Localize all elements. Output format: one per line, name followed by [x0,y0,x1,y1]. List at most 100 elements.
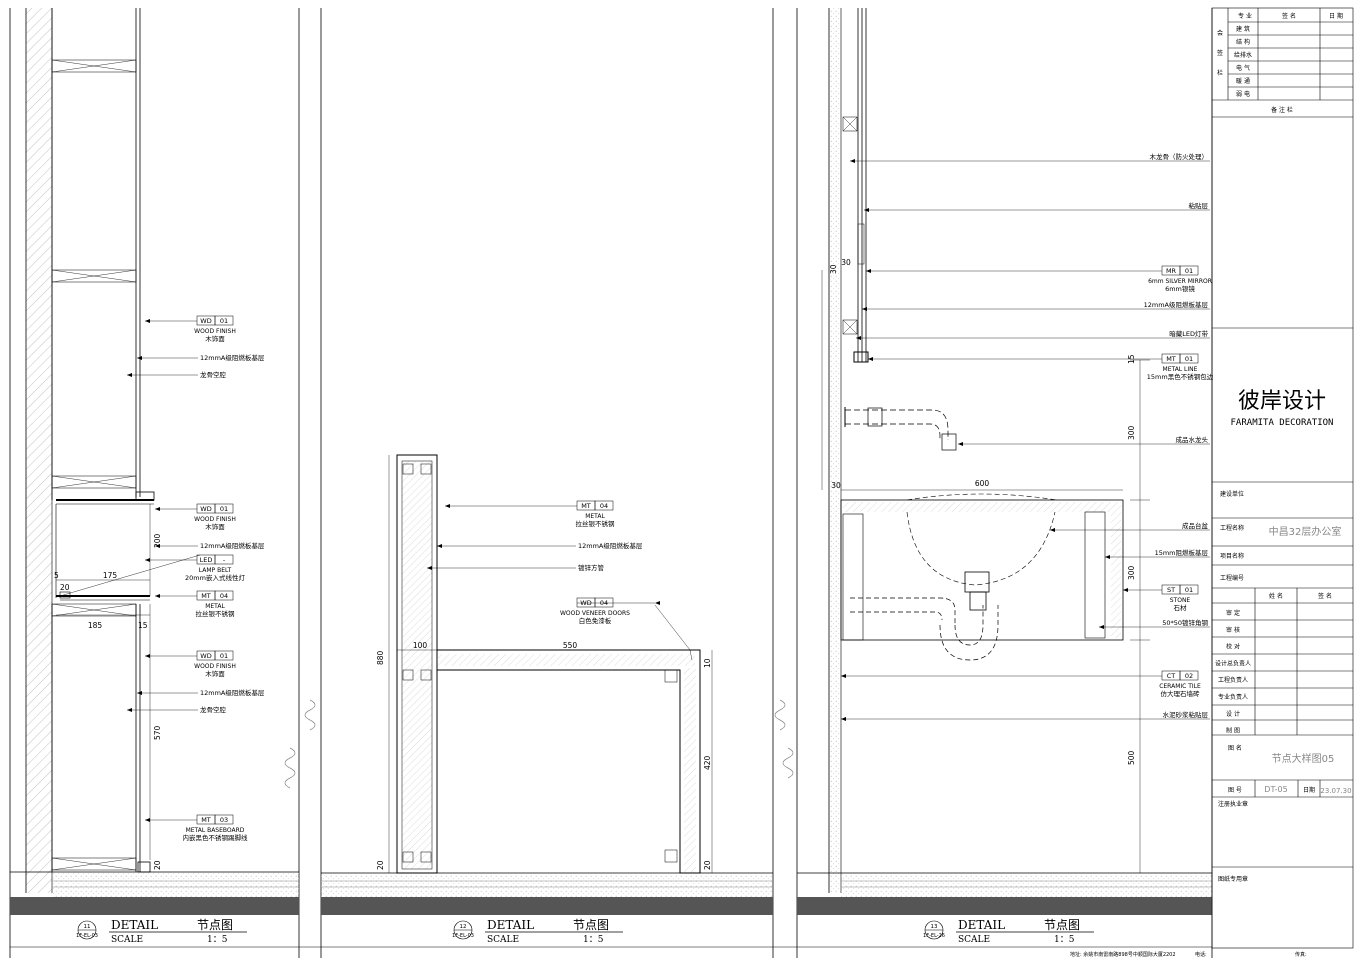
address-text: 地址: 余姚市南雷南路898号中顺国际大厦2202 [1070,951,1176,958]
leader-arrow [866,269,871,273]
material-tag: WD [200,317,211,325]
leader-arrow [127,708,132,712]
dimension-text: 20 [60,583,70,592]
dimension-text: 30 [841,258,851,267]
leader-arrow [850,159,855,163]
leader-arrow [145,654,150,658]
material-name-en: WOOD FINISH [194,516,236,523]
role-label: 设计总负责人 [1215,659,1251,667]
detail-13-drawing [796,8,1213,958]
leader-arrow [841,674,846,678]
role-label: 专业负责人 [1218,693,1248,701]
material-tag: WD [200,652,211,660]
dimension-text: 175 [103,571,118,580]
dimension-text: 185 [88,621,103,630]
discipline-label: 弱 电 [1236,90,1250,98]
date-value: 23.07.30 [1320,787,1351,795]
detail-title-cn: 节点图 [197,918,233,932]
title-block [1211,7,1354,949]
material-name-cn: 拉丝银不锈钢 [196,609,236,618]
dimension-text: 10 [703,658,712,668]
dimension-text: 200 [153,533,162,548]
dimension-text: 500 [1127,750,1136,765]
material-tag-box [214,315,234,326]
role-label: 制 图 [1226,727,1240,735]
material-name-cn: 6mm银镜 [1165,284,1195,293]
scale-value: 1：5 [583,935,604,945]
material-tag-box [214,814,234,825]
reg-seal-label: 注册执业章 [1218,800,1248,808]
dimension-text: 550 [563,641,578,650]
logo-cn: 彼岸设计 [1238,389,1326,414]
role-label: 审 定 [1226,609,1240,617]
material-name-en: WOOD FINISH [194,663,236,670]
annotation-text: 水泥砂浆粘贴层 [1163,710,1209,719]
drawing-name: 节点大样图05 [1272,752,1335,765]
leader-arrow [655,601,660,605]
wall-hatch [26,8,52,893]
annotation-text: 粘贴层 [1189,201,1209,210]
role-label: 审 核 [1226,626,1240,634]
leader-arrow [841,717,846,721]
detail-ref: 1F-EL-26 [923,933,945,939]
material-tag-box [1179,353,1199,364]
material-code: 01 [220,505,228,513]
material-code: 01 [220,317,228,325]
annotation-text: 12mmA级阻燃板基层 [578,541,643,550]
material-name-cn: 内嵌黑色不锈钢踢脚线 [183,833,249,842]
detail-number: 12 [460,924,467,930]
role-label: 校 对 [1226,643,1240,651]
material-tag-box [1179,670,1199,681]
leader-arrow [1123,588,1128,592]
leader-arrow [958,442,963,446]
detail-title-cn: 节点图 [573,918,609,932]
leader-arrow [155,507,160,511]
dimension-text: 20 [376,860,385,870]
material-code: 01 [220,652,228,660]
leader-arrow [427,566,432,570]
material-name-en: WOOD FINISH [194,328,236,335]
dimension-text: 20 [153,860,162,870]
leader-arrow [155,544,160,548]
dimension-text: 600 [975,479,990,488]
material-name-cn: 拉丝银不锈钢 [576,519,616,528]
leader-arrow [862,307,867,311]
material-name-en: 6mm SILVER MIRROR [1148,278,1212,285]
dimension-text: 570 [153,725,162,740]
material-name-cn: 15mm黑色不锈钢包边 [1147,372,1214,381]
drawing-name-label: 图 名 [1228,744,1242,752]
material-code: 04 [220,592,228,600]
detail-number: 11 [84,924,91,930]
material-tag: CT [1167,672,1176,680]
project-label: 工程名称 [1220,524,1244,532]
leader-arrow [1105,555,1110,559]
dimension-text: 30 [831,481,841,490]
annotation-text: 龙骨空腔 [200,705,227,714]
date-label: 日期 [1303,786,1315,794]
annotation-text: 12mmA级阻燃板基层 [200,541,265,550]
detail-title-en: DETAIL [958,918,1005,932]
material-tag: MT [201,816,211,824]
material-name-en: LAMP BELT [199,567,232,574]
leader-arrow [145,818,150,822]
annotation-text: 成品台盆 [1182,521,1209,530]
annotation-text: 镀锌方管 [578,563,605,572]
dimension-text: 100 [413,641,428,650]
dimension-text: 300 [1127,565,1136,580]
tel-label: 电话: [1195,951,1207,958]
dimension-text: 30 [829,264,838,274]
discipline-label: 结 构 [1236,38,1250,46]
annotation-text: 木龙骨（防火处理） [1150,152,1209,161]
leader-arrow [145,319,150,323]
material-tag-box [594,597,614,608]
material-tag: LED [200,556,213,564]
material-code: - [223,556,226,564]
material-name-cn: 白色免漆板 [579,616,612,625]
detail-number: 13 [931,924,938,930]
dimension-text: 420 [703,755,712,770]
dimension-text: 15 [138,621,148,630]
scale-label: SCALE [958,935,990,945]
scale-label: SCALE [111,935,143,945]
material-tag: MT [581,502,591,510]
